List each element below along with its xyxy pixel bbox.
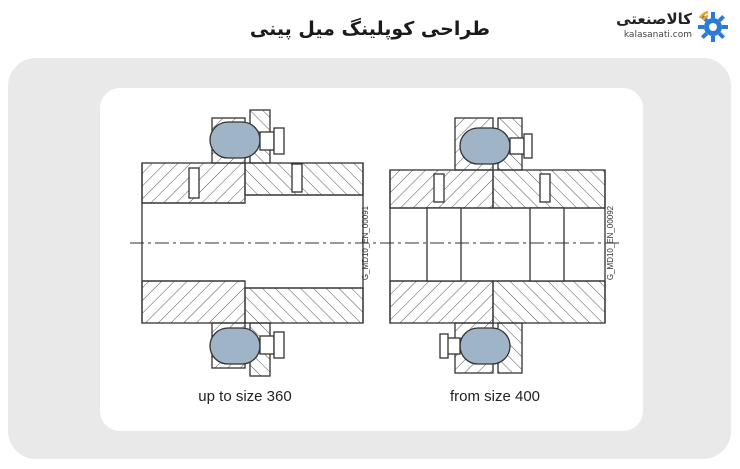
right-coupling bbox=[389, 117, 606, 374]
left-caption: up to size 360 bbox=[198, 388, 291, 405]
right-drawing-code: G_MD10_EN_00092 bbox=[606, 205, 615, 280]
logo-name: کالاصنعتی bbox=[616, 10, 692, 28]
brand-logo[interactable]: کالاصنعتی kalasanati.com bbox=[615, 8, 730, 46]
coupling-diagram: up to size 360 from size 400 G_MD10_EN_0… bbox=[130, 109, 620, 405]
right-caption: from size 400 bbox=[450, 388, 540, 405]
logo-url: kalasanati.com bbox=[623, 30, 692, 40]
left-coupling bbox=[141, 109, 364, 377]
page-title: طراحی کوپلینگ میل پینی bbox=[249, 18, 491, 40]
left-drawing-code: G_MD10_EN_00091 bbox=[361, 205, 370, 280]
gear-wifi-icon bbox=[698, 10, 728, 42]
